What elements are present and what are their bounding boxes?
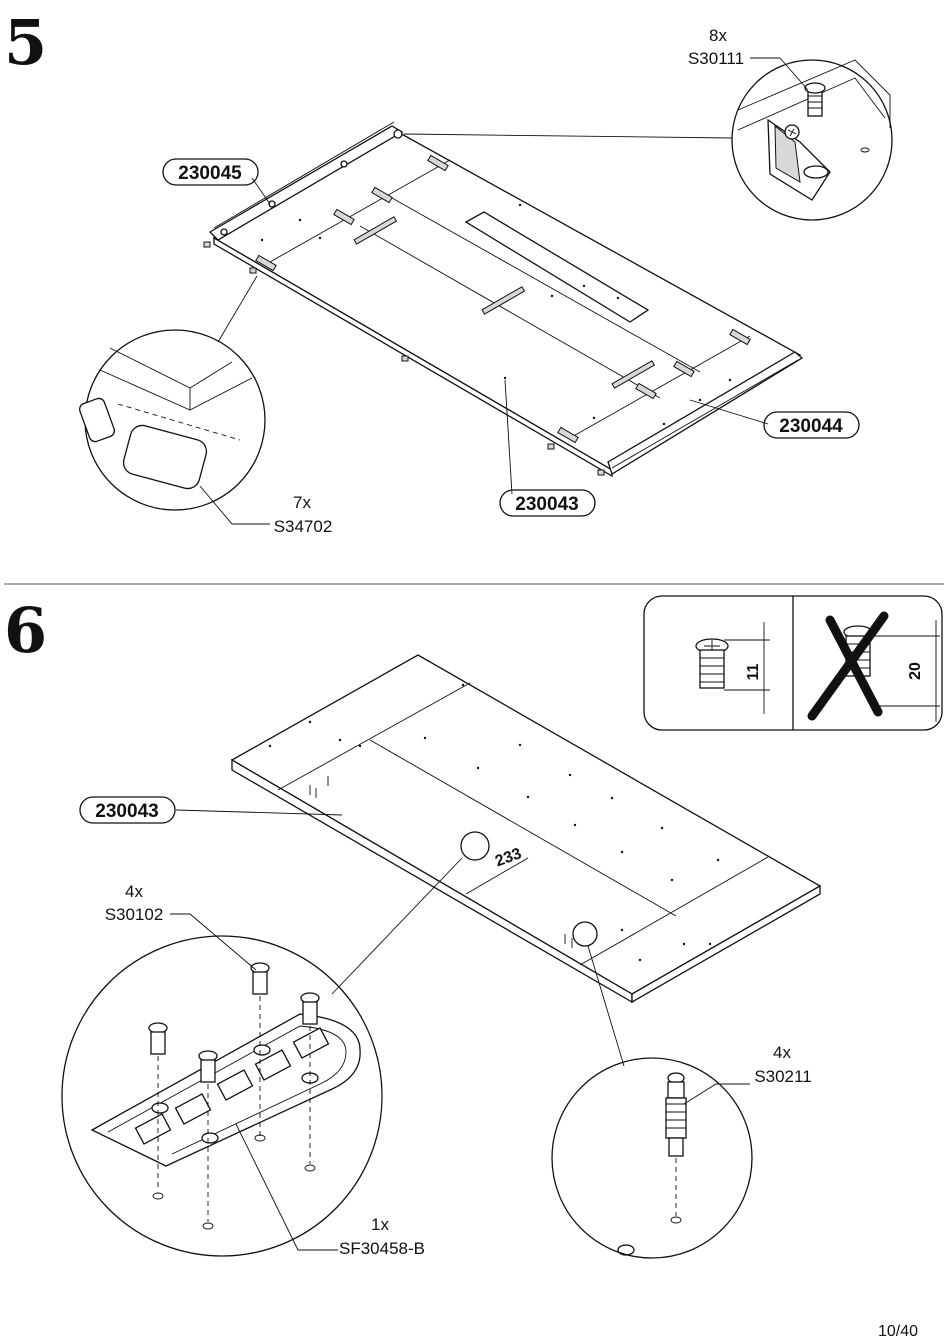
dowel-code: S30211 bbox=[754, 1067, 811, 1086]
detail-screw-s30111 bbox=[731, 59, 893, 221]
step-6-number: 6 bbox=[4, 594, 47, 667]
screw-length-box: 11 20 bbox=[643, 595, 943, 731]
wrong-cross-icon bbox=[807, 611, 889, 721]
correct-length-label: 11 bbox=[745, 663, 762, 680]
cap-qty-label: 7x bbox=[293, 493, 311, 512]
screw-code-label: S30111 bbox=[688, 49, 744, 68]
panel-holes bbox=[268, 683, 720, 962]
bracket-slots bbox=[134, 1027, 330, 1145]
step-6: 6 11 20 bbox=[4, 594, 943, 1259]
cap-code-label: S34702 bbox=[274, 517, 333, 536]
panel-edge-front bbox=[213, 236, 613, 478]
bracket-screws bbox=[148, 962, 320, 1083]
dowel-qty: 4x bbox=[773, 1043, 791, 1062]
center-board bbox=[464, 211, 650, 323]
bracket-screw-qty: 4x bbox=[125, 882, 143, 901]
step-5-number: 5 bbox=[4, 6, 47, 79]
svg-text:230043: 230043 bbox=[515, 494, 578, 515]
bracket-qty: 1x bbox=[371, 1215, 389, 1234]
hole-markings bbox=[260, 203, 732, 426]
detail-bracket-sf30458 bbox=[61, 935, 383, 1257]
detail-cap-s34702 bbox=[78, 329, 266, 511]
screw-qty-label: 8x bbox=[709, 26, 727, 45]
detail-dowel-s30211 bbox=[551, 1057, 753, 1259]
bracket-screw-code: S30102 bbox=[105, 905, 164, 924]
bed-frame-illustration bbox=[203, 121, 804, 478]
frame-brackets bbox=[255, 154, 751, 444]
part-tag-230043-step6: 230043 bbox=[79, 796, 176, 824]
panel-illustration bbox=[230, 654, 822, 1004]
wrong-length-label: 20 bbox=[907, 662, 924, 680]
bracket-code: SF30458-B bbox=[339, 1239, 425, 1258]
part-tag-230044: 230044 bbox=[763, 411, 860, 439]
page-number: 10/40 bbox=[878, 1323, 918, 1340]
svg-text:230044: 230044 bbox=[779, 416, 843, 437]
part-tag-230045: 230045 bbox=[162, 158, 259, 186]
svg-text:230043: 230043 bbox=[95, 801, 158, 822]
part-tag-230043: 230043 bbox=[499, 489, 596, 517]
step-5: 5 bbox=[4, 6, 893, 536]
side-rail bbox=[607, 351, 804, 475]
svg-text:230045: 230045 bbox=[178, 163, 242, 184]
